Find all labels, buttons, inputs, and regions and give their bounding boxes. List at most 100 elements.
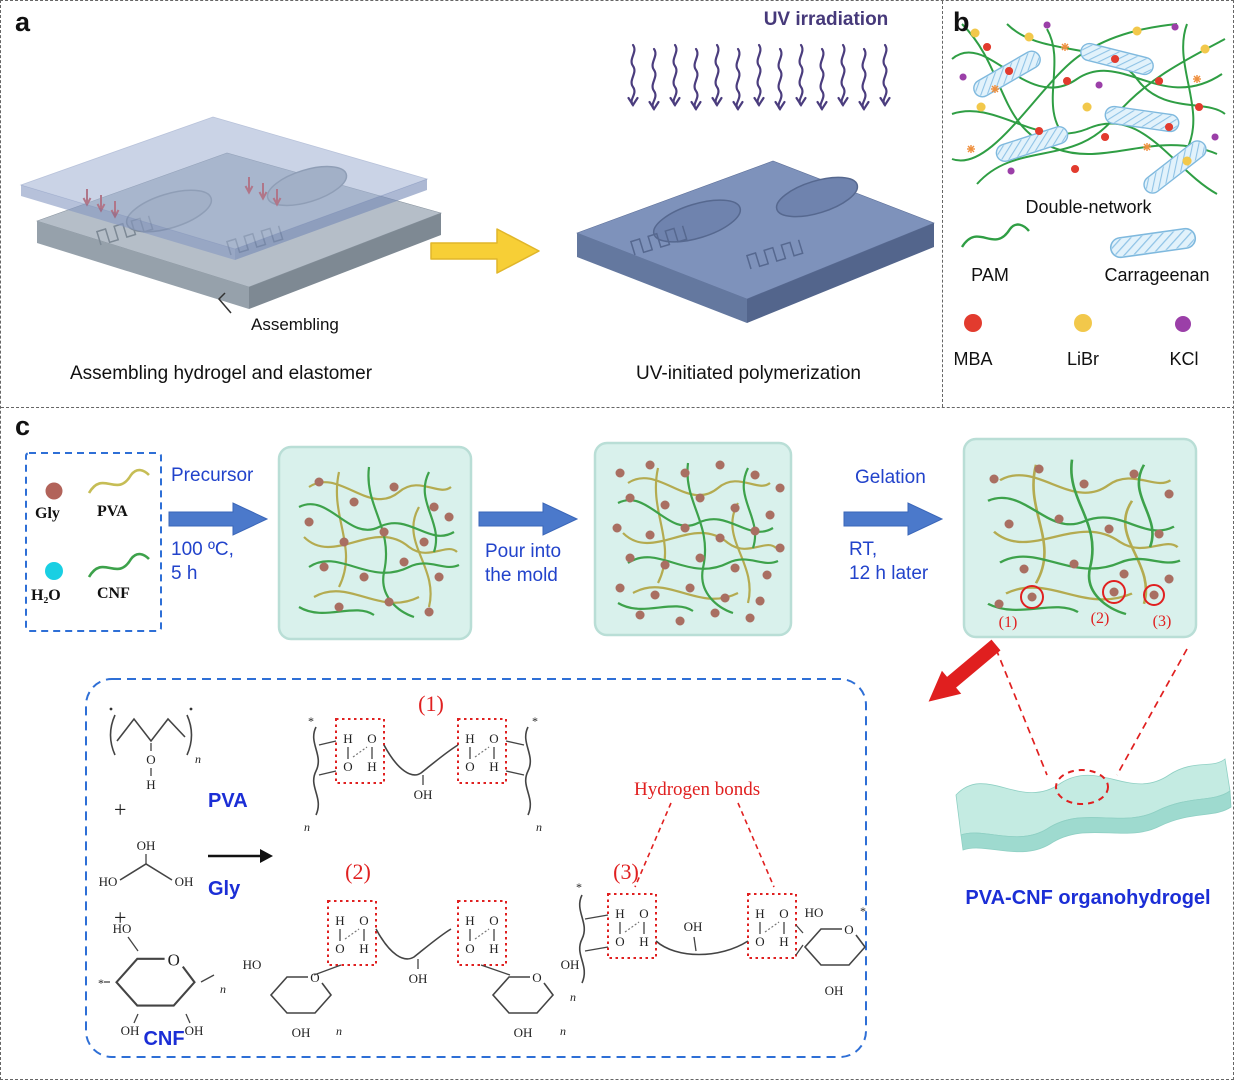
time-label: 5 h: [171, 563, 198, 584]
svg-text:OH: OH: [185, 1023, 204, 1038]
cured-chip-illustration: [576, 160, 935, 323]
red-arrow-icon: [928, 639, 1001, 702]
svg-text:HO: HO: [113, 921, 132, 936]
carrageenan-rod-icon: [1108, 226, 1198, 260]
microchannel-pattern: [630, 176, 859, 270]
product-label: PVA-CNF organohydrogel: [965, 887, 1211, 909]
yellow-arrow-icon: [430, 228, 540, 274]
gly-crosslinker-dots: [304, 477, 454, 617]
temp-label: 100 ºC,: [171, 539, 234, 560]
panel-divider-horizontal: [1, 407, 1233, 408]
uv-rays: [627, 43, 891, 111]
kcl-label: KCl: [1169, 349, 1199, 369]
caption-right: UV-initiated polymerization: [636, 363, 861, 384]
double-network-illustration: [951, 21, 1226, 198]
svg-text:OH: OH: [684, 919, 703, 934]
panel-c-art: H O O H O: [25, 437, 1232, 1058]
crosslink-label-2: (2): [1091, 610, 1110, 627]
cnf-legend-label: CNF: [97, 585, 130, 602]
svg-text:n: n: [304, 820, 310, 834]
gly-crosslinker-dots: [612, 460, 785, 626]
pva-squiggle-icon: [87, 468, 150, 494]
gly-legend-label: Gly: [35, 505, 60, 522]
structure-1-label: (1): [418, 691, 444, 716]
svg-text:OH: OH: [409, 971, 428, 986]
svg-text:OH: OH: [514, 1025, 533, 1040]
panel-b-art: [951, 21, 1226, 332]
organohydrogel-slab: [955, 758, 1232, 853]
precursor-label: Precursor: [171, 465, 254, 486]
pam-label: PAM: [971, 265, 1009, 285]
panel-a-art: [19, 43, 935, 323]
assembling-label: Assembling: [251, 315, 339, 334]
svg-text:HO: HO: [243, 957, 262, 972]
gly-dot: [45, 482, 63, 500]
gly-structure: OH HO OH: [99, 838, 194, 889]
assembling-pointer: [217, 292, 232, 314]
pour-label-1: Pour into: [485, 541, 562, 562]
mba-label: MBA: [953, 349, 993, 369]
svg-text:*: *: [860, 904, 866, 918]
gel-snapshot-2: [593, 441, 793, 637]
hbond-pointers: [634, 802, 775, 888]
structure-3-label: (3): [613, 859, 639, 884]
panel-divider-vertical: [942, 1, 943, 407]
uv-irradiation-label: UV irradiation: [763, 9, 889, 30]
hydrogel-sheet: [19, 116, 429, 260]
svg-text:OH: OH: [292, 1025, 311, 1040]
later-label: 12 h later: [849, 563, 929, 584]
pour-label-2: the mold: [485, 565, 558, 586]
structure-2-label: (2): [345, 859, 371, 884]
mba-dot: [964, 314, 982, 332]
double-network-label: Double-network: [1025, 197, 1152, 217]
pva-structure-label: PVA: [208, 790, 248, 812]
svg-text:OH: OH: [121, 1023, 140, 1038]
cnf-squiggle-icon: [87, 552, 150, 578]
svg-text:OH: OH: [825, 983, 844, 998]
kcl-dots: [959, 21, 1219, 175]
h2o-dot: [45, 562, 63, 580]
svg-text:O: O: [146, 752, 155, 767]
magnify-circle: [1055, 769, 1109, 805]
libr-dots: [970, 26, 1210, 166]
hydrogen-bonds-label: Hydrogen bonds: [634, 779, 760, 800]
svg-text:HO: HO: [99, 874, 118, 889]
gelation-label: Gelation: [855, 467, 926, 488]
panel-a-label: a: [15, 7, 31, 37]
pam-squiggle-icon: [960, 223, 1030, 248]
h2o-legend-label: H₂O: [31, 587, 61, 604]
crosslink-circles: [1020, 580, 1165, 609]
gly-crosslinker-dots: [989, 464, 1174, 609]
svg-text:OH: OH: [561, 957, 580, 972]
structure-3: * n OH HO * OH: [570, 880, 866, 1004]
assembly-illustration: [19, 116, 442, 309]
kcl-dot: [1175, 316, 1191, 332]
chemical-structures-box: [85, 678, 867, 1058]
panel-b-label: b: [953, 7, 970, 37]
svg-text:n: n: [570, 990, 576, 1004]
gel-snapshot-1: [277, 445, 473, 641]
svg-text:OH: OH: [175, 874, 194, 889]
svg-text:*: *: [98, 976, 104, 990]
pva-legend-label: PVA: [97, 503, 128, 520]
cnf-structure-label: CNF: [143, 1028, 184, 1050]
magnify-dashed-lines: [995, 648, 1188, 776]
svg-text:H: H: [146, 777, 155, 792]
crosslink-label-3: (3): [1153, 613, 1172, 630]
libr-dot: [1074, 314, 1092, 332]
svg-text:OH: OH: [137, 838, 156, 853]
process-arrow-3: [843, 502, 943, 536]
libr-label: LiBr: [1066, 349, 1099, 369]
svg-text:HO: HO: [805, 905, 824, 920]
structure-1: * n OH * n: [304, 714, 542, 834]
svg-text:*: *: [532, 714, 538, 728]
svg-text:n: n: [195, 752, 201, 766]
svg-text:*: *: [576, 880, 582, 894]
carrageenan-label: Carrageenan: [1104, 265, 1210, 285]
caption-left: Assembling hydrogel and elastomer: [69, 363, 373, 384]
crosslink-label-1: (1): [999, 614, 1018, 631]
cnf-structure: HO OH OH * n: [98, 921, 226, 1038]
structure-2: OH HO OH n OH OH n: [243, 900, 580, 1040]
svg-text:n: n: [336, 1024, 342, 1038]
